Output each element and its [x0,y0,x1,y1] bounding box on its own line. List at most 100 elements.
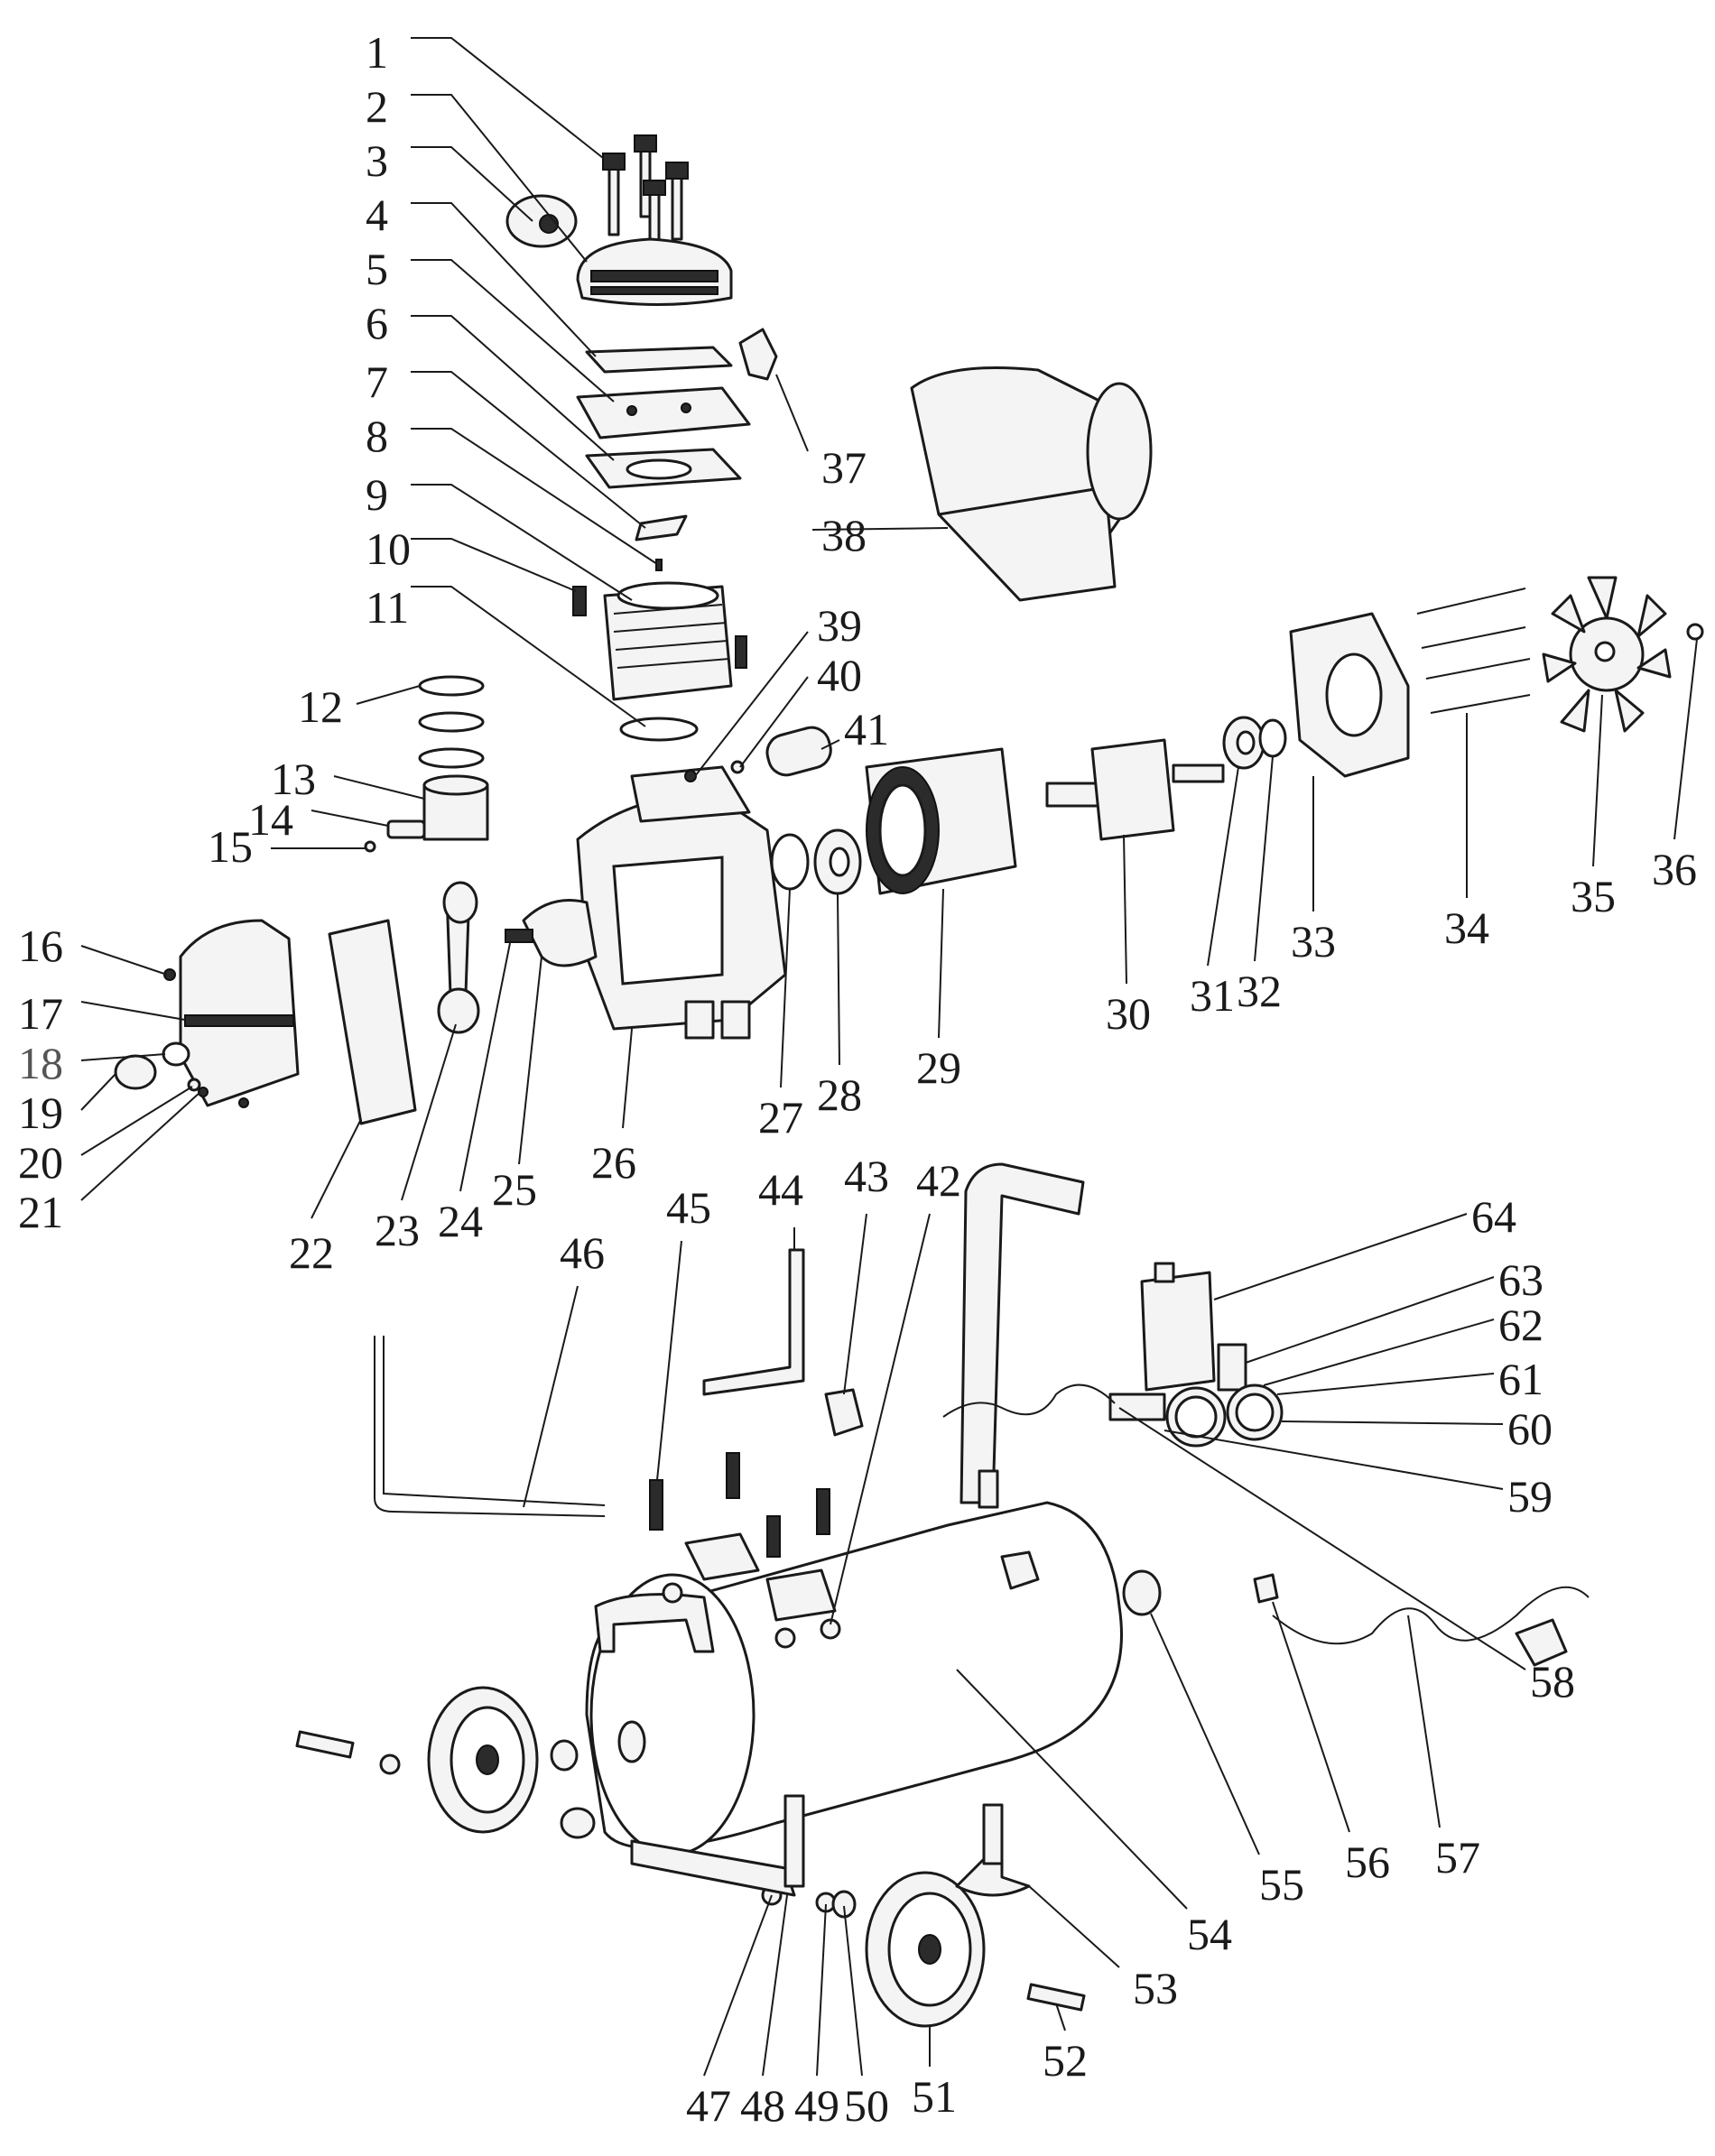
callout-leader-19 [80,1073,116,1111]
bolt-nuts [662,1582,841,1649]
rear-housing [1289,612,1410,778]
through-bolts [1416,588,1531,714]
piston-pin [386,819,426,839]
callout-label-60: 60 [1507,1403,1553,1454]
callout-label-11: 11 [366,582,409,633]
callout-10: 10 [366,523,577,592]
callout-12: 12 [298,681,421,732]
callout-label-3: 3 [366,135,388,186]
fan-clip [1686,623,1704,641]
connecting-rod [437,881,480,1034]
callout-leader-9 [411,484,633,601]
callout-2: 2 [366,81,588,263]
safety-valve [1217,1343,1247,1392]
callout-label-29: 29 [916,1042,961,1093]
callout-label-39: 39 [817,600,862,651]
callout-label-33: 33 [1291,916,1336,967]
callout-label-31: 31 [1190,970,1235,1021]
callout-60: 60 [1281,1403,1553,1454]
callout-44: 44 [758,1164,803,1250]
callout-28: 28 [817,893,862,1120]
callout-label-6: 6 [366,298,388,348]
callout-leader-6 [411,315,615,461]
callout-leader-1 [411,37,604,159]
callout-16: 16 [18,921,168,976]
callout-59: 59 [1163,1430,1553,1522]
cylinder-oring [619,717,699,742]
callout-31: 31 [1190,766,1239,1021]
head-gasket [585,346,733,374]
quick-coupler [1253,1573,1279,1604]
callout-leader-31 [1207,766,1239,967]
callout-leader-13 [333,775,425,800]
callout-41: 41 [820,704,889,754]
callout-leader-17 [80,1001,186,1021]
tank-bracket [684,1532,837,1622]
callout-label-44: 44 [758,1164,803,1215]
callout-leader-21 [80,1091,201,1201]
callout-leader-43 [843,1213,867,1395]
callout-25: 25 [492,956,542,1215]
callout-40: 40 [739,650,862,768]
callout-46: 46 [523,1227,605,1508]
callout-17: 17 [18,988,186,1039]
callout-53: 53 [1028,1885,1178,2013]
callout-4: 4 [366,190,597,357]
callout-label-36: 36 [1652,844,1697,894]
callout-leader-14 [311,810,389,827]
callout-leader-29 [938,888,944,1039]
callout-label-41: 41 [844,704,889,754]
rear-wheel [427,1686,539,1834]
callout-leader-63 [1245,1276,1495,1364]
cooling-fan [1542,576,1672,733]
callout-leader-28 [837,893,840,1066]
callout-45: 45 [656,1182,711,1481]
rubber-foot [955,1803,1031,1897]
callout-leader-5 [411,259,615,403]
callout-label-37: 37 [821,442,867,493]
drain-plug [198,1087,249,1108]
callout-leader-35 [1592,694,1603,867]
callout-leader-59 [1163,1430,1504,1490]
callout-27: 27 [758,888,803,1143]
callout-leader-26 [622,1028,633,1129]
callout-leader-11 [411,586,646,727]
callout-leader-42 [830,1213,931,1625]
callout-label-52: 52 [1043,2035,1088,2086]
callout-leader-58 [1118,1407,1526,1670]
callout-leader-55 [1150,1613,1260,1855]
cylinder [603,581,733,701]
callout-label-35: 35 [1571,871,1616,921]
callout-label-55: 55 [1259,1859,1304,1910]
capacitor-washer [730,760,745,774]
head-bolts [602,134,689,245]
callout-3: 3 [366,135,533,222]
reed-valve [635,514,688,541]
callout-62: 62 [1263,1300,1544,1386]
callout-43: 43 [843,1151,889,1395]
callout-35: 35 [1571,694,1616,921]
front-wheel [865,1871,986,2028]
callout-label-58: 58 [1530,1656,1575,1707]
callout-leader-4 [411,202,597,357]
callout-label-19: 19 [18,1087,63,1138]
crank-plate [328,919,417,1125]
callout-leader-64 [1213,1213,1468,1300]
callout-leader-12 [356,685,421,705]
callout-label-4: 4 [366,190,388,240]
callout-label-16: 16 [18,921,63,971]
callout-50: 50 [843,1905,889,2131]
callout-33: 33 [1291,776,1336,967]
callout-leader-36 [1673,638,1698,840]
piston-rings [418,675,485,769]
callout-label-48: 48 [740,2080,785,2131]
callout-label-5: 5 [366,244,388,294]
callout-label-45: 45 [666,1182,711,1233]
callout-leader-45 [656,1240,682,1481]
callout-label-53: 53 [1133,1963,1178,2013]
callout-leader-49 [816,1903,827,2077]
callout-19: 19 [18,1073,116,1138]
callout-leader-56 [1272,1601,1350,1833]
callout-20: 20 [18,1086,193,1188]
